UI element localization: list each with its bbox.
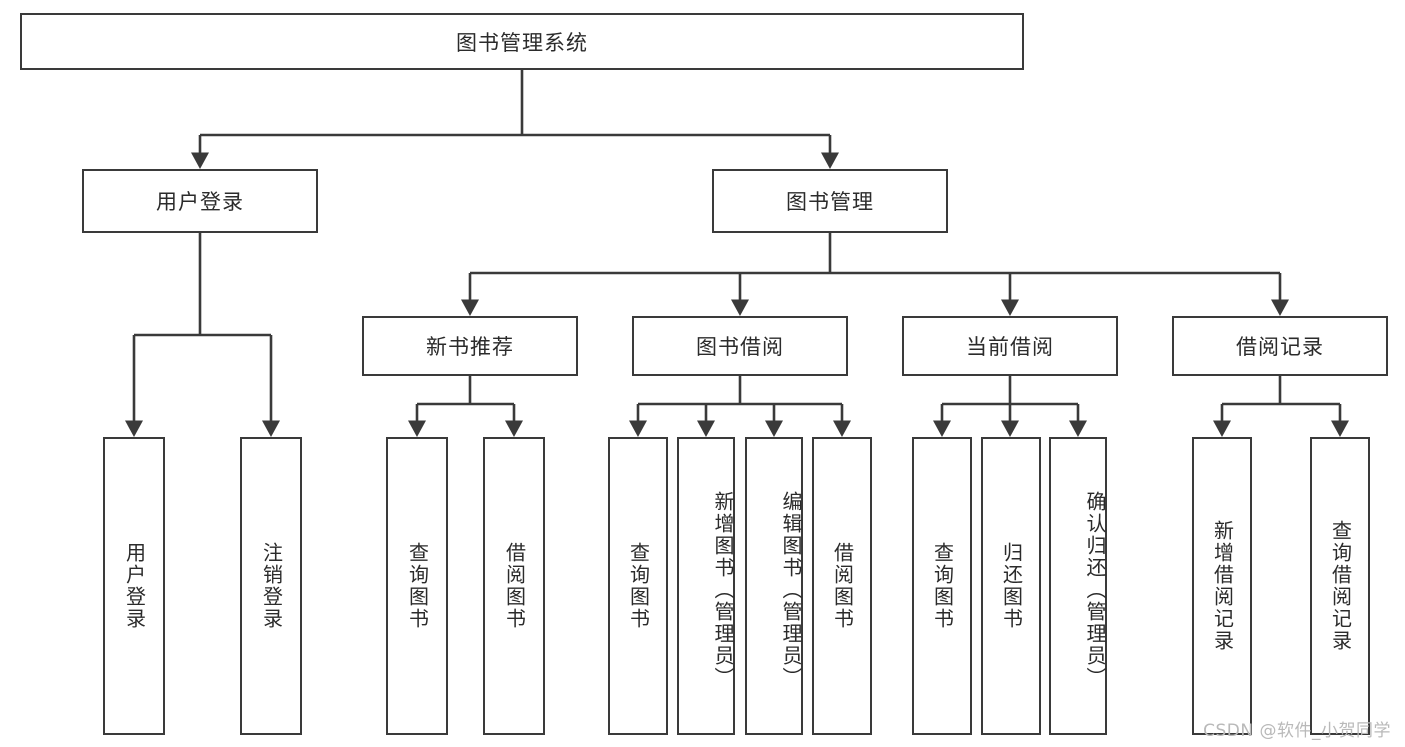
- node-current-borrow[interactable]: 当前借阅: [902, 316, 1118, 376]
- node-book-borrow-label: 图书借阅: [696, 335, 784, 359]
- leaf-current-query-book[interactable]: 查询图书: [912, 437, 972, 735]
- leaf-label: 借阅图书: [830, 542, 855, 630]
- node-book-borrow[interactable]: 图书借阅: [632, 316, 848, 376]
- node-user-login[interactable]: 用户登录: [82, 169, 318, 233]
- node-book-management[interactable]: 图书管理: [712, 169, 948, 233]
- leaf-label: 新增图书（管理员）: [711, 491, 735, 689]
- node-new-book-recommend-label: 新书推荐: [426, 335, 514, 359]
- node-root-system[interactable]: 图书管理系统: [20, 13, 1024, 70]
- leaf-label: 查询图书: [405, 542, 430, 630]
- leaf-user-login-logout[interactable]: 注销登录: [240, 437, 302, 735]
- leaf-borrow-edit-book[interactable]: 编辑图书（管理员）: [745, 437, 803, 735]
- node-new-book-recommend[interactable]: 新书推荐: [362, 316, 578, 376]
- node-user-login-label: 用户登录: [156, 190, 244, 214]
- leaf-current-confirm-return[interactable]: 确认归还（管理员）: [1049, 437, 1107, 735]
- leaf-label: 用户登录: [122, 542, 147, 630]
- leaf-new-book-borrow[interactable]: 借阅图书: [483, 437, 545, 735]
- leaf-record-query-record[interactable]: 查询借阅记录: [1310, 437, 1370, 735]
- leaf-new-book-query[interactable]: 查询图书: [386, 437, 448, 735]
- leaf-borrow-add-book[interactable]: 新增图书（管理员）: [677, 437, 735, 735]
- node-borrow-record-label: 借阅记录: [1236, 335, 1324, 359]
- watermark-text: CSDN @软件_小贺同学: [1203, 721, 1391, 741]
- leaf-record-add-record[interactable]: 新增借阅记录: [1192, 437, 1252, 735]
- node-current-borrow-label: 当前借阅: [966, 335, 1054, 359]
- leaf-label: 确认归还（管理员）: [1083, 491, 1107, 689]
- leaf-label: 查询图书: [626, 542, 651, 630]
- node-root-system-label: 图书管理系统: [456, 30, 588, 55]
- leaf-label: 借阅图书: [502, 542, 527, 630]
- node-borrow-record[interactable]: 借阅记录: [1172, 316, 1388, 376]
- leaf-label: 查询图书: [930, 542, 955, 630]
- leaf-current-return-book[interactable]: 归还图书: [981, 437, 1041, 735]
- leaf-user-login-login[interactable]: 用户登录: [103, 437, 165, 735]
- leaf-borrow-borrow-book[interactable]: 借阅图书: [812, 437, 872, 735]
- leaf-borrow-query-book[interactable]: 查询图书: [608, 437, 668, 735]
- leaf-label: 编辑图书（管理员）: [779, 491, 803, 689]
- leaf-label: 归还图书: [999, 542, 1024, 630]
- leaf-label: 新增借阅记录: [1210, 520, 1235, 652]
- node-book-management-label: 图书管理: [786, 190, 874, 214]
- leaf-label: 注销登录: [259, 542, 284, 630]
- leaf-label: 查询借阅记录: [1328, 520, 1353, 652]
